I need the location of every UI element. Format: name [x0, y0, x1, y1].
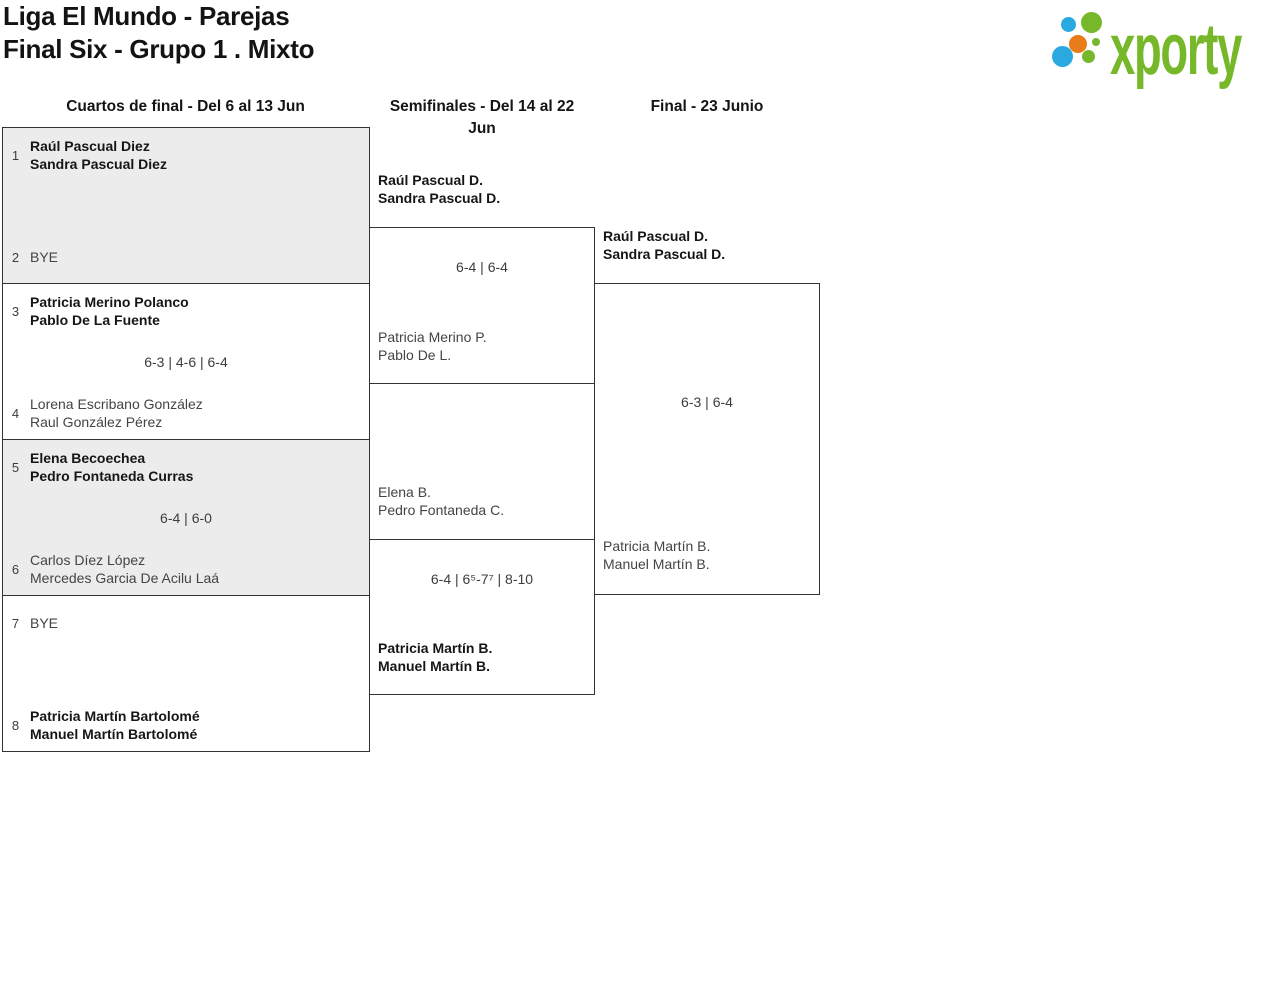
player-name: Sandra Pascual D.	[603, 246, 726, 262]
player-name: Manuel Martín Bartolomé	[30, 726, 198, 742]
team-row: 6 Carlos Díez López Mercedes Garcia De A…	[8, 551, 363, 587]
logo-dot-icon	[1092, 38, 1100, 46]
pair-names: Raúl Pascual D. Sandra Pascual D.	[378, 171, 500, 207]
seed-number: 6	[11, 561, 20, 577]
player-name: Raúl Pascual Diez	[30, 138, 150, 154]
seed-number: 4	[11, 405, 20, 421]
match-score: 6-3 | 4-6 | 6-4	[144, 353, 228, 370]
match-final[interactable]: Raúl Pascual D. Sandra Pascual D. 6-3 | …	[594, 228, 820, 595]
seed-number: 8	[11, 717, 20, 733]
match-quarterfinal-2[interactable]: 3 Patricia Merino Polanco Pablo De La Fu…	[2, 283, 370, 440]
player-name: Patricia Martín Bartolomé	[30, 708, 200, 724]
pair-names: Elena Becoechea Pedro Fontaneda Curras	[30, 449, 193, 485]
player-name: Manuel Martín B.	[378, 658, 491, 674]
player-name: Carlos Díez López	[30, 552, 146, 568]
match-semifinal-1[interactable]: Raúl Pascual D. Sandra Pascual D. 6-4 | …	[369, 172, 595, 384]
player-name: Sandra Pascual Diez	[30, 156, 167, 172]
player-name: Patricia Merino Polanco	[30, 294, 189, 310]
pair-names: Patricia Martín B. Manuel Martín B.	[603, 537, 710, 573]
xporty-logo[interactable]: xporty	[1048, 4, 1278, 90]
match-score: 6-3 | 6-4	[681, 394, 733, 410]
logo-dot-icon	[1061, 17, 1076, 32]
pair-names: BYE	[30, 248, 58, 266]
match-quarterfinal-1[interactable]: 1 Raúl Pascual Diez Sandra Pascual Diez …	[2, 127, 370, 284]
pair-names: Patricia Martín Bartolomé Manuel Martín …	[30, 707, 200, 743]
player-name: Pedro Fontaneda C.	[378, 502, 505, 518]
pair-names: Raúl Pascual D. Sandra Pascual D.	[603, 227, 725, 263]
player-name: Pablo De La Fuente	[30, 312, 160, 328]
player-name: Raul González Pérez	[30, 414, 163, 430]
player-name: Manuel Martín B.	[603, 556, 710, 572]
pair-names: Carlos Díez López Mercedes Garcia De Aci…	[30, 551, 219, 587]
logo-dot-icon	[1069, 35, 1087, 53]
seed-number: 1	[11, 147, 20, 163]
seed-number: 5	[11, 459, 20, 475]
pair-names: Patricia Martín B. Manuel Martín B.	[378, 639, 492, 675]
player-name: Elena Becoechea	[30, 450, 146, 466]
round-header-quarterfinals: Cuartos de final - Del 6 al 13 Jun	[66, 98, 305, 115]
player-name: Patricia Martín B.	[603, 538, 711, 554]
team-row: 2 BYE	[8, 239, 363, 275]
seed-number: 3	[11, 303, 20, 319]
page-title: Liga El Mundo - Parejas Final Six - Grup…	[3, 0, 314, 66]
team-row: 7 BYE	[8, 605, 363, 641]
player-name: Sandra Pascual D.	[378, 190, 501, 206]
logo-dot-icon	[1082, 50, 1095, 63]
player-name: Patricia Martín B.	[378, 640, 493, 656]
logo-dot-icon	[1052, 46, 1073, 67]
seed-number: 2	[11, 249, 20, 265]
player-name: BYE	[30, 615, 59, 631]
logo-wordmark: xporty	[1110, 10, 1242, 90]
player-name: Lorena Escribano González	[30, 396, 203, 412]
seed-number: 7	[11, 615, 20, 631]
match-score: 6-4 | 6⁵-7⁷ | 8-10	[430, 571, 534, 587]
match-quarterfinal-4[interactable]: 7 BYE 8 Patricia Martín Bartolomé Manuel…	[2, 595, 370, 752]
match-semifinal-2[interactable]: Elena B. Pedro Fontaneda C. 6-4 | 6⁵-7⁷ …	[369, 484, 595, 695]
round-header-semifinals: Semifinales - Del 14 al 22 Jun	[389, 98, 575, 137]
player-name: Raúl Pascual D.	[378, 172, 484, 188]
match-quarterfinal-3[interactable]: 5 Elena Becoechea Pedro Fontaneda Curras…	[2, 439, 370, 596]
team-row: 5 Elena Becoechea Pedro Fontaneda Curras	[8, 449, 363, 485]
player-name: Pedro Fontaneda Curras	[30, 468, 194, 484]
player-name: Patricia Merino P.	[378, 329, 487, 345]
team-row: 8 Patricia Martín Bartolomé Manuel Martí…	[8, 707, 363, 743]
team-row: 4 Lorena Escribano González Raul Gonzále…	[8, 395, 363, 431]
pair-names: Patricia Merino P. Pablo De L.	[378, 328, 487, 364]
group-name: Final Six - Grupo 1 . Mixto	[3, 34, 315, 64]
pair-names: BYE	[30, 614, 58, 632]
player-name: Pablo De L.	[378, 347, 452, 363]
player-name: Raúl Pascual D.	[603, 228, 709, 244]
logo-dot-icon	[1081, 12, 1102, 33]
tournament-name: Liga El Mundo - Parejas	[3, 1, 290, 31]
pair-names: Lorena Escribano González Raul González …	[30, 395, 203, 431]
team-row: 1 Raúl Pascual Diez Sandra Pascual Diez	[8, 137, 363, 173]
player-name: Elena B.	[378, 484, 431, 500]
match-score: 6-4 | 6-4	[456, 259, 508, 275]
player-name: BYE	[30, 249, 59, 265]
round-header-final: Final - 23 Junio	[650, 98, 764, 115]
pair-names: Elena B. Pedro Fontaneda C.	[378, 483, 504, 519]
pair-names: Patricia Merino Polanco Pablo De La Fuen…	[30, 293, 189, 329]
player-name: Mercedes Garcia De Acilu Laá	[30, 570, 220, 586]
match-score: 6-4 | 6-0	[160, 509, 212, 526]
team-row: 3 Patricia Merino Polanco Pablo De La Fu…	[8, 293, 363, 329]
pair-names: Raúl Pascual Diez Sandra Pascual Diez	[30, 137, 167, 173]
